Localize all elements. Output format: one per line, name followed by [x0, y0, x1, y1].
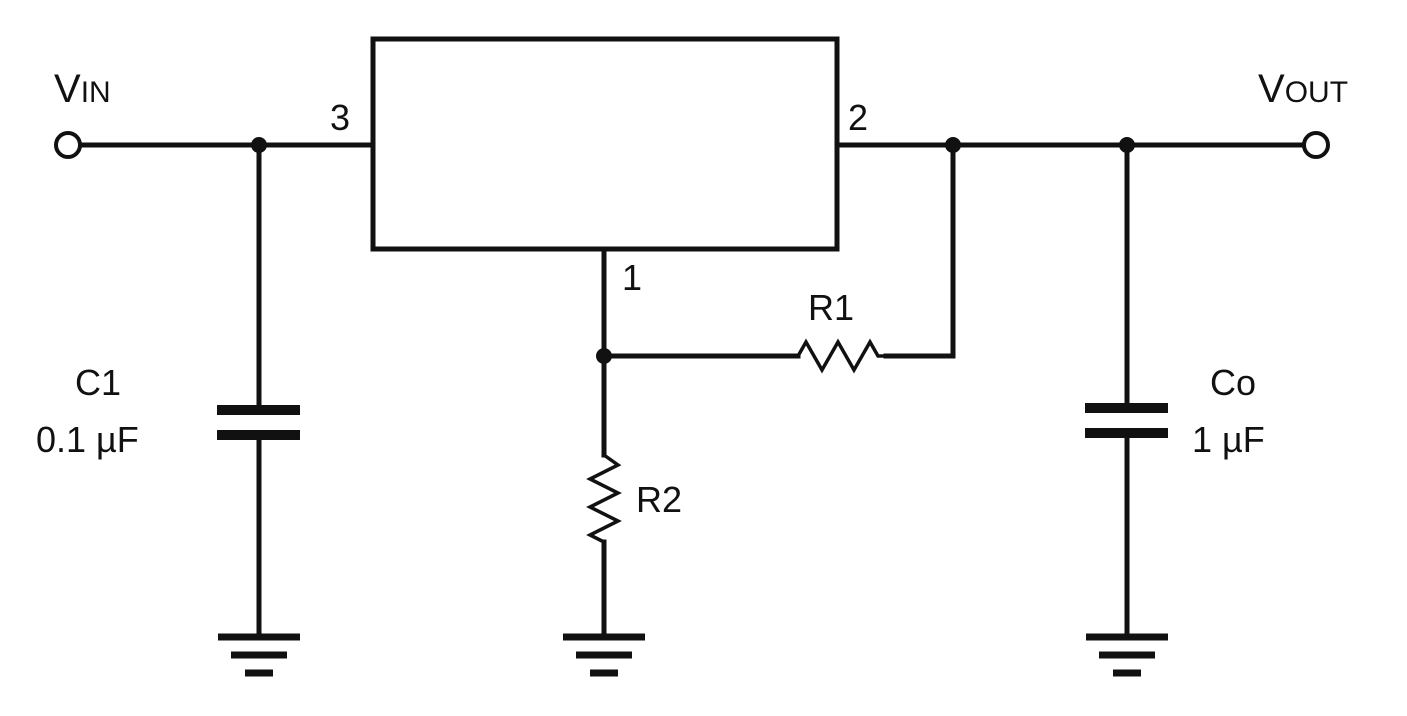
co-name-label: Co: [1210, 362, 1256, 403]
vin-label: VIN: [54, 67, 111, 111]
c1-name-label: C1: [75, 362, 121, 403]
pin-2-label: 2: [848, 97, 868, 138]
vout-terminal: [1302, 131, 1330, 159]
ground-symbol-r2: [563, 633, 645, 677]
ground-symbol-co: [1086, 633, 1168, 677]
pin-1-label: 1: [622, 257, 642, 298]
c1-value-label: 0.1 µF: [36, 419, 139, 460]
vin-terminal: [54, 131, 82, 159]
r2-resistor: [586, 453, 622, 544]
regulator-ic-block: [370, 36, 840, 252]
pin-3-label: 3: [330, 97, 350, 138]
co-value-label: 1 µF: [1192, 419, 1265, 460]
r2-name-label: R2: [636, 479, 682, 520]
r1-resistor: [796, 338, 886, 374]
vout-label: VOUT: [1258, 67, 1348, 111]
ground-symbol-c1: [218, 633, 300, 677]
r1-name-label: R1: [808, 287, 854, 328]
r1-wire-right: [883, 142, 956, 359]
